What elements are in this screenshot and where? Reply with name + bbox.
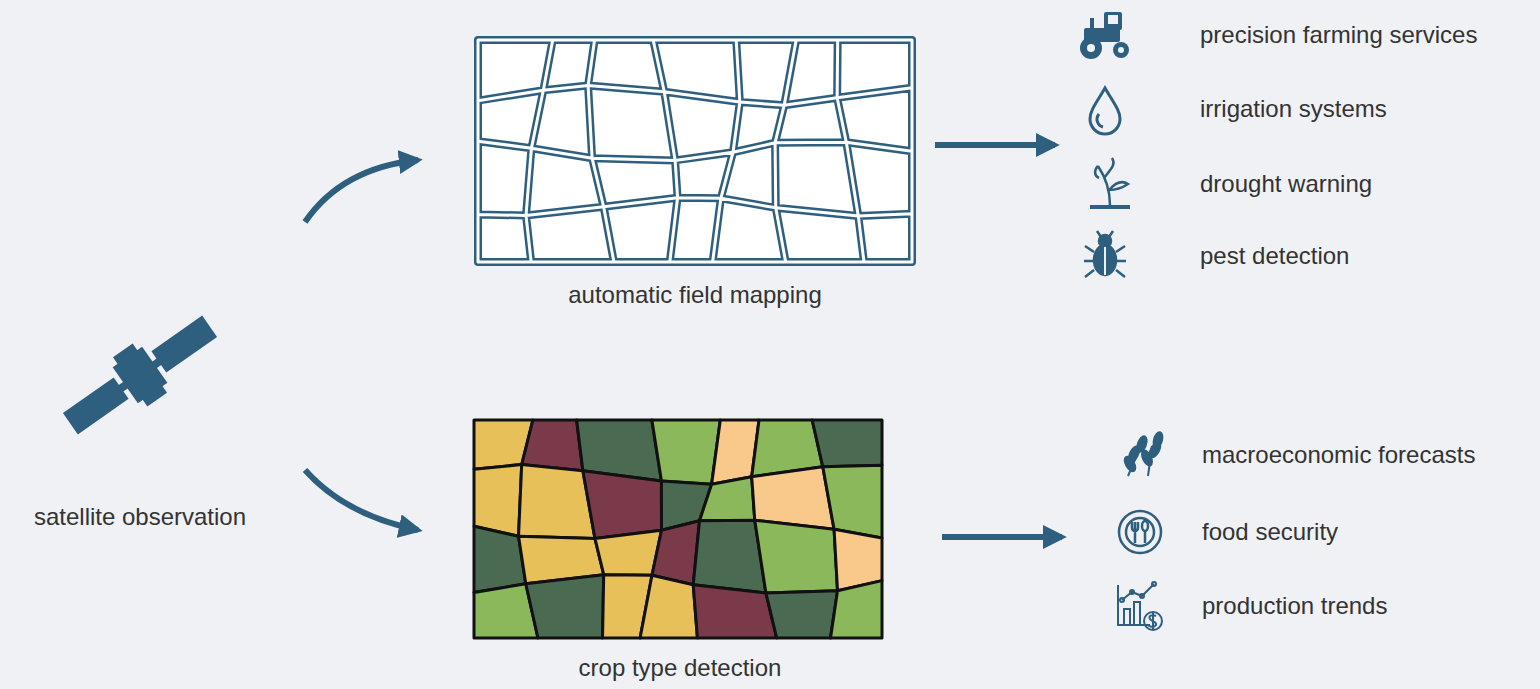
flow-arrow [305, 160, 418, 222]
tractor-icon [1080, 12, 1129, 59]
satellite-icon [53, 302, 227, 449]
crop-map [474, 420, 882, 638]
satellite-node: satellite observation [5, 215, 305, 535]
plant-icon [1090, 158, 1130, 207]
drop-icon [1090, 88, 1120, 134]
list-item: macroeconomic forecasts [1202, 441, 1475, 470]
list-item: irrigation systems [1200, 95, 1387, 124]
application-list: precision farming services irrigation sys… [1055, 5, 1535, 285]
chart-icon [1118, 582, 1162, 630]
list-item: production trends [1202, 592, 1387, 621]
list-item: food security [1202, 518, 1338, 547]
flow-arrow [305, 470, 418, 530]
application-list: macroeconomic forecasts food security prod… [1062, 400, 1536, 640]
caption: automatic field mapping [568, 281, 821, 310]
caption: satellite observation [34, 503, 246, 532]
flow-arrow [942, 534, 1062, 540]
list-item: drought warning [1200, 170, 1372, 199]
flow-arrow [935, 142, 1055, 148]
list-item: pest detection [1200, 242, 1349, 271]
caption: crop type detection [579, 654, 782, 683]
plate-icon [1119, 511, 1161, 553]
crop-map-node: crop type detection [418, 410, 942, 682]
wheat-icon [1123, 431, 1164, 476]
bug-icon [1084, 231, 1126, 277]
list-item: precision farming services [1200, 21, 1477, 50]
field-map-node: automatic field mapping [418, 35, 935, 315]
field-map [478, 40, 912, 262]
